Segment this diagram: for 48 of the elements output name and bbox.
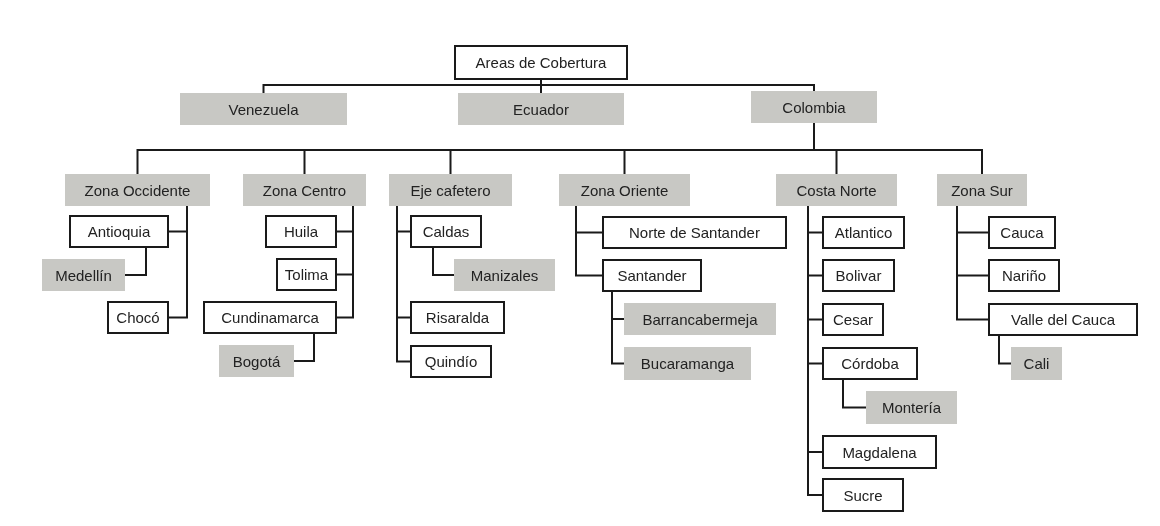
shaded-box: Ecuador: [458, 93, 624, 125]
outlined-box: Cundinamarca: [203, 301, 337, 334]
shaded-box: Bogotá: [219, 345, 294, 377]
connector-line: [813, 122, 983, 175]
connector-line: [124, 247, 147, 276]
outlined-box: Cauca: [988, 216, 1056, 249]
outlined-box: Magdalena: [822, 435, 937, 469]
outlined-box: Areas de Cobertura: [454, 45, 628, 80]
shaded-box: Eje cafetero: [389, 174, 512, 206]
outlined-box: Santander: [602, 259, 702, 292]
connector-line: [842, 379, 867, 409]
outlined-box: Antioquia: [69, 215, 169, 248]
shaded-box: Zona Centro: [243, 174, 366, 206]
shaded-box: Colombia: [751, 91, 877, 123]
shaded-box: Zona Oriente: [559, 174, 690, 206]
outlined-box: Huila: [265, 215, 337, 248]
outlined-box: Cesar: [822, 303, 884, 336]
connector-line: [293, 333, 315, 362]
shaded-box: Medellín: [42, 259, 125, 291]
outlined-box: Nariño: [988, 259, 1060, 292]
shaded-box: Manizales: [454, 259, 555, 291]
connector-line: [168, 205, 188, 319]
connector-line: [611, 291, 625, 365]
shaded-box: Bucaramanga: [624, 347, 751, 380]
outlined-box: Tolima: [276, 258, 337, 291]
shaded-box: Costa Norte: [776, 174, 897, 206]
shaded-box: Cali: [1011, 347, 1062, 380]
shaded-box: Montería: [866, 391, 957, 424]
shaded-box: Venezuela: [180, 93, 347, 125]
connector-line: [998, 335, 1012, 365]
connector-line: [575, 205, 603, 277]
outlined-box: Valle del Cauca: [988, 303, 1138, 336]
outlined-box: Norte de Santander: [602, 216, 787, 249]
connector-line: [432, 247, 455, 276]
outlined-box: Risaralda: [410, 301, 505, 334]
outlined-box: Sucre: [822, 478, 904, 512]
outlined-box: Bolivar: [822, 259, 895, 292]
connector-line: [336, 205, 354, 319]
outlined-box: Córdoba: [822, 347, 918, 380]
outlined-box: Atlantico: [822, 216, 905, 249]
connector-line: [396, 205, 411, 363]
connector-line: [956, 205, 989, 321]
shaded-box: Zona Occidente: [65, 174, 210, 206]
shaded-box: Barrancabermeja: [624, 303, 776, 335]
outlined-box: Chocó: [107, 301, 169, 334]
shaded-box: Zona Sur: [937, 174, 1027, 206]
outlined-box: Quindío: [410, 345, 492, 378]
outlined-box: Caldas: [410, 215, 482, 248]
